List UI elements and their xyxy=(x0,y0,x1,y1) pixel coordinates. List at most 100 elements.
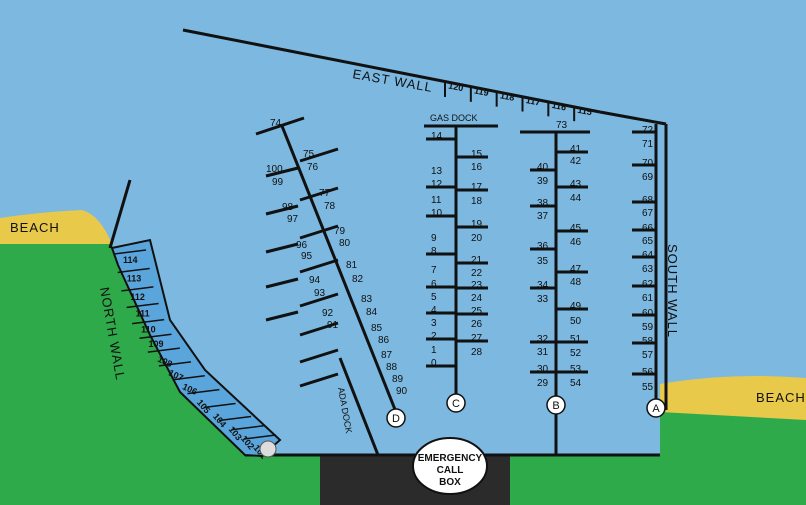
north-slip-divider xyxy=(203,402,236,409)
dock-c-slip-14: 14 xyxy=(431,131,443,142)
dock-letter: B xyxy=(552,400,559,412)
dock-d-finger-right xyxy=(299,348,339,364)
north-slip-112: 112 xyxy=(130,292,145,302)
dock-c-slip-15: 15 xyxy=(471,149,483,160)
dock-c-slip-22: 22 xyxy=(471,268,483,279)
dock-c-slip-24: 24 xyxy=(471,293,483,304)
dock-d-finger-right xyxy=(299,147,339,163)
dock-b-slip-51: 51 xyxy=(570,334,582,345)
dock-b-slip-48: 48 xyxy=(570,277,582,288)
dock-c-marker[interactable]: C xyxy=(446,393,466,413)
dock-b-slip-40: 40 xyxy=(537,162,549,173)
dock-d-slip-88: 88 xyxy=(386,362,398,373)
dock-c-slip-10: 10 xyxy=(431,208,443,219)
dock-b-slip-49: 49 xyxy=(570,301,582,312)
dock-a-slip-57: 57 xyxy=(642,350,654,361)
south-wall-label: SOUTH WALL xyxy=(665,244,680,338)
dock-c-slip-2: 2 xyxy=(431,331,437,342)
north-slip-divider xyxy=(231,425,264,431)
north-slip-divider xyxy=(218,415,252,422)
beach-right xyxy=(660,376,806,420)
dock-c-slip-20: 20 xyxy=(471,233,483,244)
dock-a-slip-70: 70 xyxy=(642,158,654,169)
dock-d-head xyxy=(255,116,305,136)
emergency-line-1: EMERGENCY xyxy=(418,453,483,464)
north-slip-111: 111 xyxy=(136,308,150,318)
north-slip-divider xyxy=(243,434,277,440)
dock-a-slip-62: 62 xyxy=(642,279,654,290)
dock-b-slip-29: 29 xyxy=(537,378,549,389)
dock-d-slip-76: 76 xyxy=(307,162,319,173)
north-slip-divider xyxy=(113,249,147,255)
dock-letters: D C B A xyxy=(386,393,666,428)
dock-a-slip-68: 68 xyxy=(642,195,654,206)
dock-d-finger-left xyxy=(265,242,299,254)
north-slip-divider xyxy=(147,347,180,353)
north-slip-divider xyxy=(139,333,172,339)
dock-b-marker[interactable]: B xyxy=(546,395,566,415)
dock-c-slip-9: 9 xyxy=(431,233,437,244)
dock-b-slip-30: 30 xyxy=(537,364,549,375)
dock-b-slip-41: 41 xyxy=(570,144,582,155)
dock-c-slip-26: 26 xyxy=(471,319,483,330)
dock-d-slip-79: 79 xyxy=(334,226,346,237)
land-right xyxy=(510,390,806,505)
dock-d-slip-90: 90 xyxy=(396,386,408,397)
dock-d-slip-98: 98 xyxy=(282,202,294,213)
north-slip-divider xyxy=(132,318,165,325)
dock-d-marker[interactable]: D xyxy=(386,408,406,428)
dock-a-slip-55: 55 xyxy=(642,382,654,393)
emergency-line-2: CALL xyxy=(437,465,464,476)
dock-a-slip-56: 56 xyxy=(642,367,654,378)
dock-b-slip-52: 52 xyxy=(570,348,582,359)
beach-left-label: BEACH xyxy=(10,220,60,235)
dock-letter: D xyxy=(392,413,400,425)
beach-left xyxy=(0,210,112,244)
dock-c-slip-21: 21 xyxy=(471,255,483,266)
east-slip-117: 117 xyxy=(525,95,541,108)
east-slip-119: 119 xyxy=(473,85,489,98)
dock-d-slip-89: 89 xyxy=(392,374,404,385)
dock-d-slip-85: 85 xyxy=(371,323,383,334)
dock-d-finger-right xyxy=(299,224,339,240)
emergency-call-box[interactable]: EMERGENCY CALL BOX xyxy=(412,437,488,495)
dock-d-slip-80: 80 xyxy=(339,238,351,249)
dock-d-slip-78: 78 xyxy=(324,201,336,212)
marina-walls xyxy=(108,28,668,457)
dock-c-slip-12: 12 xyxy=(431,179,443,190)
dock-d-slip-96: 96 xyxy=(296,240,308,251)
north-slip-divider xyxy=(121,286,154,292)
dock-b-slip-54: 54 xyxy=(570,378,582,389)
north-slip-113: 113 xyxy=(127,273,142,283)
dock-d-slip-84: 84 xyxy=(366,307,378,318)
dock-c-slip-7: 7 xyxy=(431,265,437,276)
dock-d-slip-94: 94 xyxy=(309,275,321,286)
dock-d-slip-99: 99 xyxy=(272,177,284,188)
dock-c-slip-23: 23 xyxy=(471,280,483,291)
dock-c-slip-28: 28 xyxy=(471,347,483,358)
dock-c-slip-8: 8 xyxy=(431,246,437,257)
dock-d-slip-81: 81 xyxy=(346,260,358,271)
dock-a-slip-67: 67 xyxy=(642,208,654,219)
dock-a-marker[interactable]: A xyxy=(646,398,666,418)
dock-c-slip-16: 16 xyxy=(471,162,483,173)
ada-dock xyxy=(338,357,380,456)
dock-b-slip-44: 44 xyxy=(570,193,582,204)
dock-a-slip-60: 60 xyxy=(642,308,654,319)
dock-letter: C xyxy=(452,398,460,410)
north-slip-divider xyxy=(172,375,205,381)
dock-a-slip-72: 72 xyxy=(642,125,654,136)
north-slip-divider xyxy=(158,361,192,367)
gas-dock-label: GAS DOCK xyxy=(430,113,478,123)
dock-b-slip-43: 43 xyxy=(570,179,582,190)
dock-b-slip-45: 45 xyxy=(570,223,582,234)
dock-d-slip-83: 83 xyxy=(361,294,373,305)
dock-d-head-slip: 74 xyxy=(270,118,282,129)
dock-b-slip-42: 42 xyxy=(570,156,582,167)
dock-a-slip-61: 61 xyxy=(642,293,654,304)
dock-b-slip-33: 33 xyxy=(537,294,549,305)
dock-a-slip-64: 64 xyxy=(642,250,654,261)
dock-b-slip-38: 38 xyxy=(537,198,549,209)
dock-a-slip-71: 71 xyxy=(642,139,654,150)
north-slip-divider xyxy=(126,302,159,309)
